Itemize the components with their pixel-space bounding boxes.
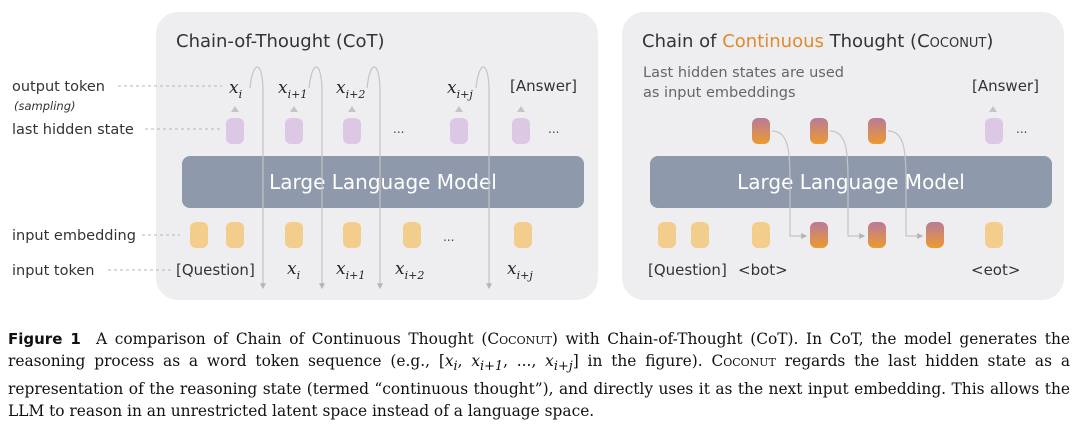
coconut-input-eot: <eot> [971,261,1020,279]
input-token: xi+j [507,259,533,282]
cot-panel-title: Chain-of-Thought (CoT) [176,31,385,52]
input-embedding [285,222,303,248]
caption-part: A comparison of Chain of Continuous Thou… [96,330,488,348]
label-last-hidden-state: last hidden state [12,122,134,138]
hidden-state [285,118,303,144]
cot-panel: Chain-of-Thought (CoT) output token (sam… [12,12,598,300]
caption-coconut: Coconut [711,352,776,370]
cot-output-answer: [Answer] [510,77,577,95]
coconut-input-question: [Question] [648,261,727,279]
hidden-state [343,118,361,144]
continuous-thought-input [926,222,944,248]
input-token: xi [287,259,300,282]
coconut-note-line2: as input embeddings [643,85,796,101]
input-embedding [403,222,421,248]
coconut-panel: Chain of Continuous Thought (Coconut) La… [622,12,1064,300]
coconut-input-bot: <bot> [738,261,788,279]
cot-llm-label: Large Language Model [269,170,497,194]
coconut-hidden-ellipsis: ... [1016,122,1027,136]
cot-input-embeddings [190,222,532,248]
input-token: xi+2 [395,259,424,282]
caption-math-sequence: [xi, xi+1, ..., xi+j] [438,352,579,375]
cot-input-tokens: xi xi+1 xi+2 xi+j [287,259,533,282]
continuous-thought-input [810,222,828,248]
cot-llm-bar [182,156,584,208]
figure-label: Figure 1 [8,330,81,348]
input-embedding [752,222,770,248]
coconut-sampling-arrow [989,106,997,112]
coconut-feedback-arrows [771,130,924,239]
label-input-token: input token [12,263,94,279]
continuous-thought [752,118,770,144]
label-output-token: output token [12,79,105,95]
caption-part: in the figure). [578,352,712,370]
coconut-continuous-thoughts-top [752,118,886,144]
input-embedding [658,222,676,248]
cot-feedback-loops [249,66,492,290]
input-embedding [691,222,709,248]
coconut-llm-bar [650,156,1052,208]
figure-caption: Figure 1 A comparison of Chain of Contin… [8,328,1070,422]
continuous-thought [868,118,886,144]
coconut-note-line1: Last hidden states are used [643,65,844,81]
hidden-state [450,118,468,144]
output-token: xi [229,78,242,101]
hidden-state [512,118,530,144]
coconut-hidden-state [985,118,1003,144]
output-token: xi+j [447,78,473,101]
label-leaders [108,85,222,271]
caption-part: ) with Chain-of-Thought (CoT). In CoT, t… [8,330,1070,370]
label-input-embedding: input embedding [12,228,136,244]
cot-hidden-states [226,118,530,144]
coconut-output-answer: [Answer] [972,77,1039,95]
cot-input-question: [Question] [176,261,255,279]
input-embedding [226,222,244,248]
coconut-panel-title: Chain of Continuous Thought (Coconut) [642,31,993,52]
architecture-diagram: Chain-of-Thought (CoT) output token (sam… [12,12,1064,300]
input-embedding [514,222,532,248]
output-token: xi+1 [278,78,307,101]
cot-hidden-ellipsis: ... [393,122,404,136]
caption-coconut: Coconut [487,330,552,348]
continuous-thought [810,118,828,144]
input-embedding [343,222,361,248]
continuous-thought-input [868,222,886,248]
cot-output-tokens: xi xi+1 xi+2 xi+j [229,78,473,101]
input-embedding [190,222,208,248]
cot-embedding-ellipsis: ... [443,230,454,244]
label-sampling: (sampling) [14,99,76,113]
cot-hidden-ellipsis-end: ... [548,122,559,136]
coconut-llm-label: Large Language Model [737,170,965,194]
hidden-state [226,118,244,144]
caption-part: regards the last hidden state as a repre… [8,352,1070,421]
coconut-input-embeddings [658,222,1003,248]
input-token: xi+1 [336,259,365,282]
output-token: xi+2 [336,78,365,101]
cot-sampling-arrows [231,106,525,112]
coconut-continuous-thoughts-bottom [810,222,944,248]
input-embedding [985,222,1003,248]
